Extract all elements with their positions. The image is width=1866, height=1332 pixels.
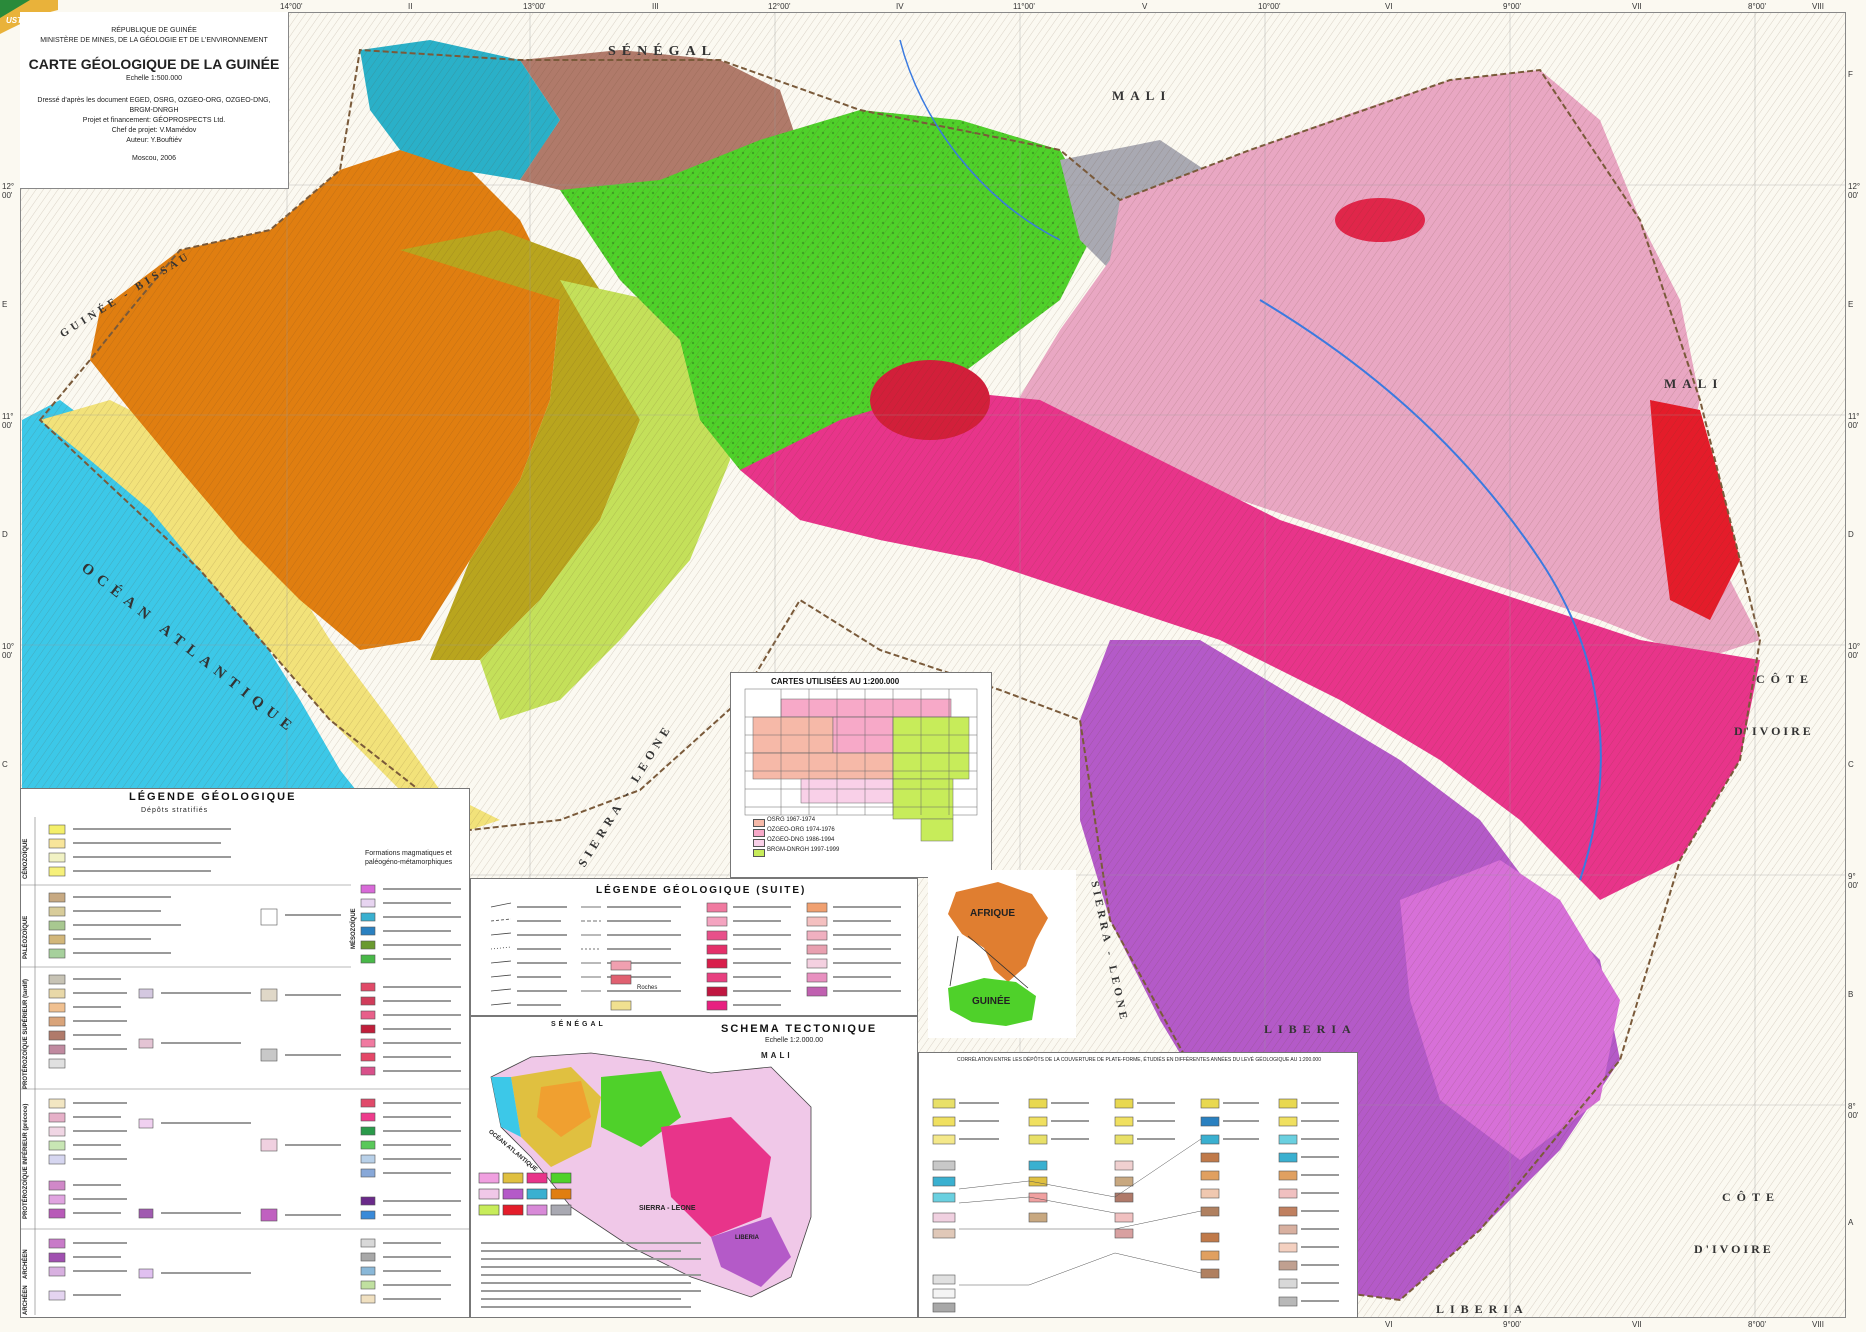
tick-right-4: 11° 00' [1848, 412, 1860, 430]
label-mali-right: MALI [1664, 376, 1724, 391]
chief-line: Chef de projet: V.Mamédov [111, 127, 197, 134]
tick-left-3: 11° 00' [2, 412, 14, 430]
cartes-legend-2: OZGEO-ORG 1974-1976 [767, 827, 835, 833]
cartes-legend-3: OZGEO-DNG 1986-1994 [767, 837, 835, 843]
tick-left-4: D [2, 530, 8, 539]
legende-suite-title: LÉGENDE GÉOLOGIQUE (SUITE) [596, 885, 807, 896]
tick-right-5: D [1848, 530, 1854, 539]
river-north [899, 39, 1061, 241]
tick-bottom-4: 8°00' [1748, 1320, 1767, 1329]
tick-top-13: 8°00' [1748, 2, 1767, 11]
tick-top-2: II [408, 2, 413, 11]
map-title: CARTE GÉOLOGIQUE DE LA GUINÉE [28, 56, 280, 72]
afrique-label: AFRIQUE [970, 908, 1015, 919]
label-cote-1a: CÔTE [1756, 672, 1815, 686]
tick-top-11: 9°00' [1503, 2, 1522, 11]
cartes-legend-4: BRGM-DNRGH 1997-1999 [767, 847, 840, 853]
africa-shape [948, 882, 1048, 982]
tick-top-5: 12°00' [768, 2, 791, 11]
label-cote-2b: D'IVOIRE [1694, 1242, 1774, 1256]
tick-top-10: VI [1385, 2, 1393, 11]
tick-right-9: B [1848, 990, 1854, 999]
title-block: RÉPUBLIQUE DE GUINÉE MINISTÈRE DE MINES,… [20, 12, 289, 189]
legende-panel: LÉGENDE GÉOLOGIQUE Dépôts stratifiés For… [20, 788, 471, 1318]
schema-senegal: SÉNÉGAL [551, 1021, 606, 1028]
tick-bottom-3: VII [1632, 1320, 1642, 1329]
cartes-legend-swatch-4 [753, 849, 765, 857]
tick-top-14: VIII [1812, 2, 1825, 11]
label-liberia-1: LIBERIA [1264, 1022, 1357, 1036]
tick-left-6: C [2, 760, 8, 769]
tick-right-1: F [1848, 70, 1853, 79]
guinea-shape [948, 978, 1036, 1026]
ministry-line: MINISTÈRE DE MINES, DE LA GÉOLOGIE ET DE… [40, 37, 268, 44]
author-line: Auteur: Y.Bouftiév [126, 137, 182, 144]
tick-top-3: 13°00' [523, 2, 546, 11]
source-line-1: Dressé d'après les document EGED, OSRG, … [37, 97, 271, 104]
schema-mali: MALI [761, 1051, 793, 1060]
correlation-title: CORRÉLATION ENTRE LES DÉPÔTS DE LA COUVE… [957, 1057, 1321, 1063]
cartes-title: CARTES UTILISÉES AU 1:200.000 [771, 677, 900, 686]
cartes-utilisees-panel: CARTES UTILISÉES AU 1:200.000 OSRG 1967-… [730, 672, 992, 878]
tick-top-12: VII [1632, 2, 1642, 11]
magmatic-title: Formations magmatiques et paléogéno-méta… [365, 850, 453, 866]
legende-swatches [21, 817, 471, 1315]
tick-top-7: 11°00' [1013, 2, 1035, 11]
tick-right-6: 10° 00' [1848, 642, 1861, 660]
guinea-border [38, 48, 1762, 1302]
tick-right-8: 9° 00' [1848, 872, 1859, 890]
correlation-table [932, 1098, 1339, 1313]
label-mali-top: MALI [1112, 88, 1172, 103]
republic-line: RÉPUBLIQUE DE GUINÉE [111, 27, 197, 34]
legende-suite-panel: LÉGENDE GÉOLOGIQUE (SUITE) Roches [470, 878, 918, 1016]
tick-left-1: 12° 00' [2, 182, 15, 200]
afrique-inset: AFRIQUE GUINÉE [928, 870, 1076, 1038]
legende-title: LÉGENDE GÉOLOGIQUE [129, 791, 297, 803]
afrique-graphic [948, 882, 1048, 1026]
tick-right-10: 8° 00' [1848, 1102, 1859, 1120]
tick-top-9: 10°00' [1258, 2, 1281, 11]
tick-top-6: IV [896, 2, 904, 11]
cartes-legend-swatch-1 [753, 819, 765, 827]
legende-subtitle: Dépôts stratifiés [141, 807, 209, 814]
tick-top-4: III [652, 2, 659, 11]
tick-top-1: 14°00' [280, 2, 303, 11]
tick-bottom-5: VIII [1812, 1320, 1825, 1329]
project-line: Projet et financement: GÉOPROSPECTS Ltd. [82, 117, 226, 124]
tick-left-2: E [2, 300, 8, 309]
river-niger [1259, 299, 1602, 881]
tick-bottom-2: 9°00' [1503, 1320, 1522, 1329]
cartes-legend-1: OSRG 1967-1974 [767, 817, 816, 823]
tick-bottom-1: VI [1385, 1320, 1393, 1329]
schema-map [478, 1052, 812, 1308]
tick-top-8: V [1142, 2, 1148, 11]
schema-sierra: SIERRA - LEONE [639, 1205, 696, 1212]
schema-liberia: LIBERIA [735, 1235, 759, 1241]
tick-left-5: 10° 00' [2, 642, 15, 660]
label-liberia-2: LIBERIA [1436, 1302, 1529, 1316]
schema-tectonique-panel: SCHEMA TECTONIQUE Echelle 1:2.000.00 SÉN… [470, 1016, 918, 1318]
place-date: Moscou, 2006 [132, 155, 176, 162]
label-cote-2a: CÔTE [1722, 1190, 1781, 1204]
label-cote-1b: D'IVOIRE [1734, 724, 1814, 738]
schema-title: SCHEMA TECTONIQUE [721, 1023, 878, 1035]
legende-suite-roches: Roches [637, 985, 658, 991]
cartes-legend-swatch-2 [753, 829, 765, 837]
tick-right-7: C [1848, 760, 1854, 769]
tick-right-3: E [1848, 300, 1854, 309]
legende-suite-symbols [490, 902, 901, 1011]
guinee-label: GUINÉE [972, 996, 1011, 1007]
schema-scale: Echelle 1:2.000.00 [765, 1037, 823, 1044]
source-line-2: BRGM-DNRGH [129, 107, 179, 114]
tick-right-2: 12° 00' [1848, 182, 1861, 200]
cartes-index-grid [744, 688, 978, 842]
cartes-legend-swatch-3 [753, 839, 765, 847]
correlation-panel: CORRÉLATION ENTRE LES DÉPÔTS DE LA COUVE… [918, 1052, 1358, 1318]
tick-right-11: A [1848, 1218, 1854, 1227]
map-scale: Echelle 1:500.000 [125, 75, 183, 82]
label-senegal: SÉNÉGAL [608, 44, 717, 59]
